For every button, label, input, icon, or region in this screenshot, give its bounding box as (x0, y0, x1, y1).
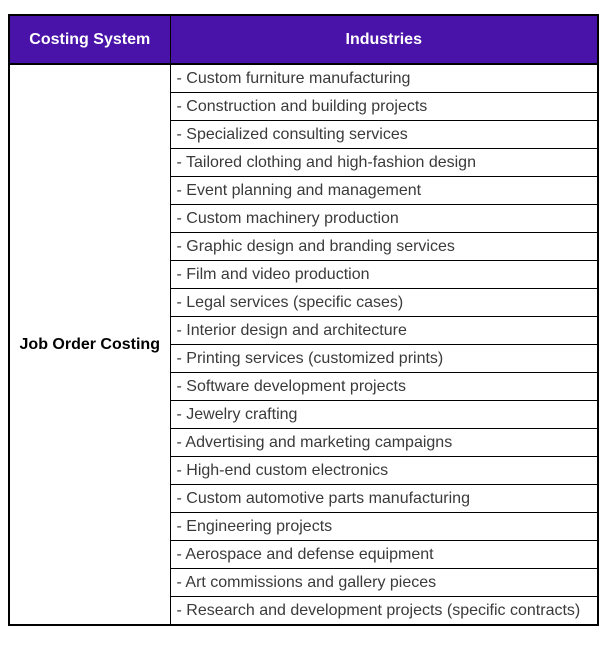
table-row: - Software development projects (9, 372, 599, 401)
industry-cell: - Interior design and architecture (169, 316, 599, 345)
industry-cell: - Construction and building projects (169, 92, 599, 121)
industry-cell: - Custom automotive parts manufacturing (169, 484, 599, 513)
table-row: - Specialized consulting services (9, 120, 599, 149)
industry-cell: - Aerospace and defense equipment (169, 540, 599, 569)
industry-cell: - Jewelry crafting (169, 400, 599, 429)
costing-system-cell: Job Order Costing (8, 63, 171, 626)
costing-systems-table: Costing System Industries Job Order Cost… (8, 14, 599, 626)
industry-cell: - Film and video production (169, 260, 599, 289)
table-row: - Research and development projects (spe… (9, 596, 599, 626)
table-row: Job Order Costing - Custom furniture man… (8, 63, 599, 626)
table-row: - Aerospace and defense equipment (9, 540, 599, 569)
table-row: - Jewelry crafting (9, 400, 599, 429)
table-row: - Event planning and management (9, 176, 599, 205)
header-costing-system: Costing System (8, 14, 171, 65)
table-row: - Advertising and marketing campaigns (9, 428, 599, 457)
industry-cell: - Specialized consulting services (169, 120, 599, 149)
industry-cell: - Event planning and management (169, 176, 599, 205)
table-row: - Film and video production (9, 260, 599, 289)
table-row: - Printing services (customized prints) (9, 344, 599, 373)
industry-cell: - Advertising and marketing campaigns (169, 428, 599, 457)
header-row: Costing System Industries (8, 14, 599, 65)
table-row: - Graphic design and branding services (9, 232, 599, 261)
table-row: - Interior design and architecture (9, 316, 599, 345)
table-row: - Custom automotive parts manufacturing (9, 484, 599, 513)
table-row: - Legal services (specific cases) (9, 288, 599, 317)
industry-cell: - Custom machinery production (169, 204, 599, 233)
industry-cell: - Custom furniture manufacturing (169, 63, 599, 93)
table-row: - Custom machinery production (9, 204, 599, 233)
table-row: - Art commissions and gallery pieces (9, 568, 599, 597)
industry-cell: - Printing services (customized prints) (169, 344, 599, 373)
header-industries: Industries (169, 14, 599, 65)
page: Costing System Industries Job Order Cost… (8, 14, 599, 626)
industry-cell: - Software development projects (169, 372, 599, 401)
table-row: - Construction and building projects (9, 92, 599, 121)
industry-cell: - Graphic design and branding services (169, 232, 599, 261)
industry-cell: - Research and development projects (spe… (169, 596, 599, 626)
table-row: - High-end custom electronics (9, 456, 599, 485)
industry-cell: - Tailored clothing and high-fashion des… (169, 148, 599, 177)
industry-cell: - Legal services (specific cases) (169, 288, 599, 317)
industry-cell: - Art commissions and gallery pieces (169, 568, 599, 597)
industry-cell: - High-end custom electronics (169, 456, 599, 485)
industry-cell: - Engineering projects (169, 512, 599, 541)
table-row: - Engineering projects (9, 512, 599, 541)
